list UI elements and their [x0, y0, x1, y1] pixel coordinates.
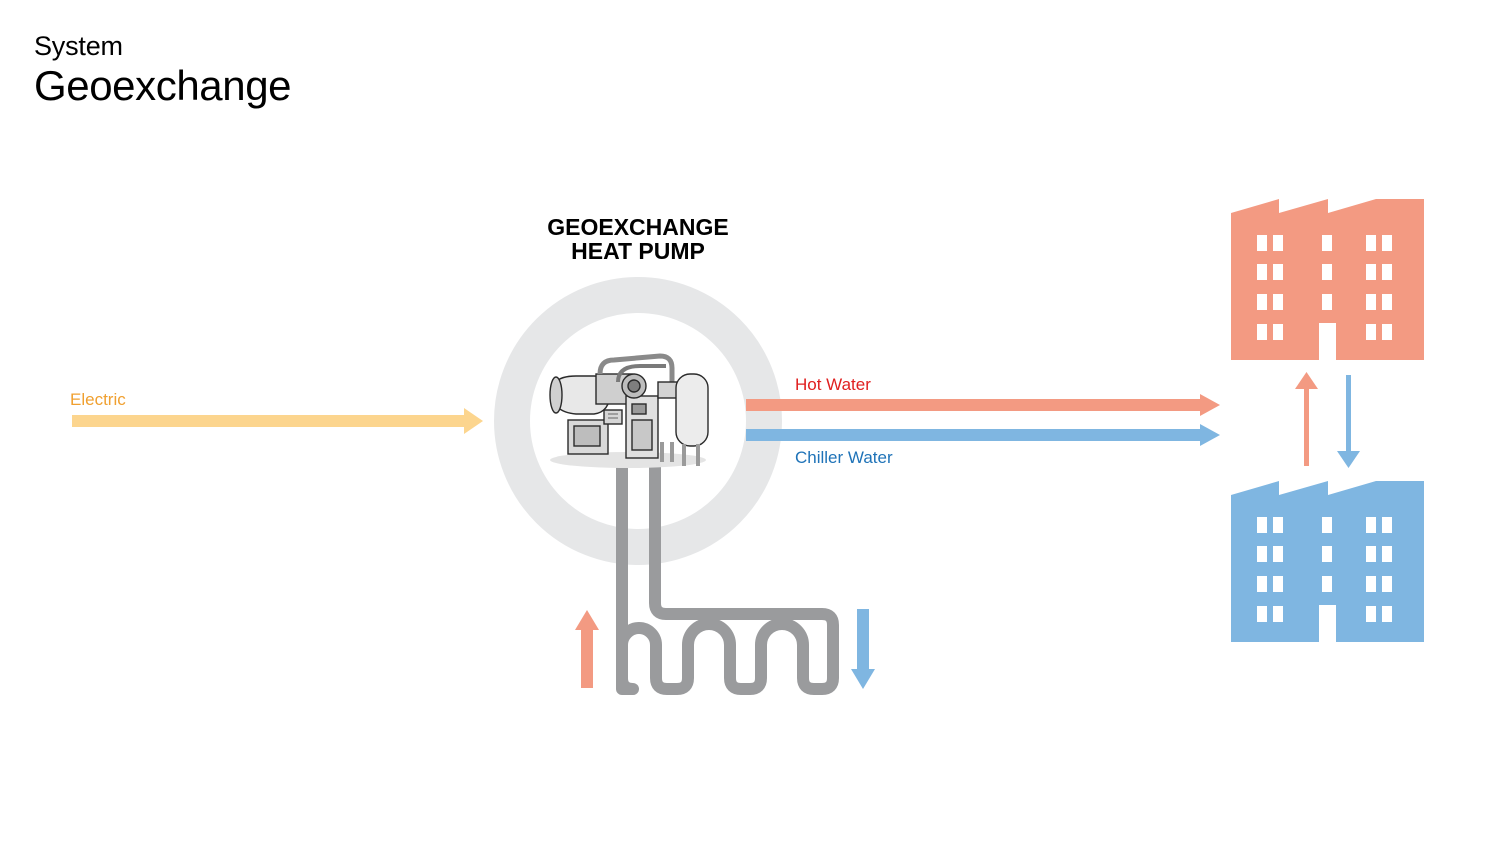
electric-arrow [72, 408, 483, 434]
ground-down-arrow [851, 609, 875, 689]
heat-pump-label-line2: HEAT PUMP [571, 238, 705, 264]
heat-pump-machine-icon [549, 353, 709, 468]
building-up-arrow [1295, 372, 1318, 466]
chiller-water-label: Chiller Water [795, 448, 893, 467]
page-kicker: System [34, 31, 123, 61]
cold-building-icon [1231, 481, 1424, 642]
electric-label: Electric [70, 390, 126, 409]
ground-up-arrow [575, 610, 599, 688]
page-header: System Geoexchange [34, 30, 292, 110]
hot-water-label: Hot Water [795, 375, 871, 394]
chiller-water-arrow [746, 424, 1220, 446]
hot-building-icon [1231, 199, 1424, 360]
heat-pump-ring [494, 277, 782, 565]
building-down-arrow [1337, 375, 1360, 468]
heat-pump-label-line1: GEOEXCHANGE [547, 214, 728, 240]
hot-water-arrow [746, 394, 1220, 416]
page-title: Geoexchange [34, 62, 292, 109]
ground-loop-pipe [616, 462, 839, 695]
